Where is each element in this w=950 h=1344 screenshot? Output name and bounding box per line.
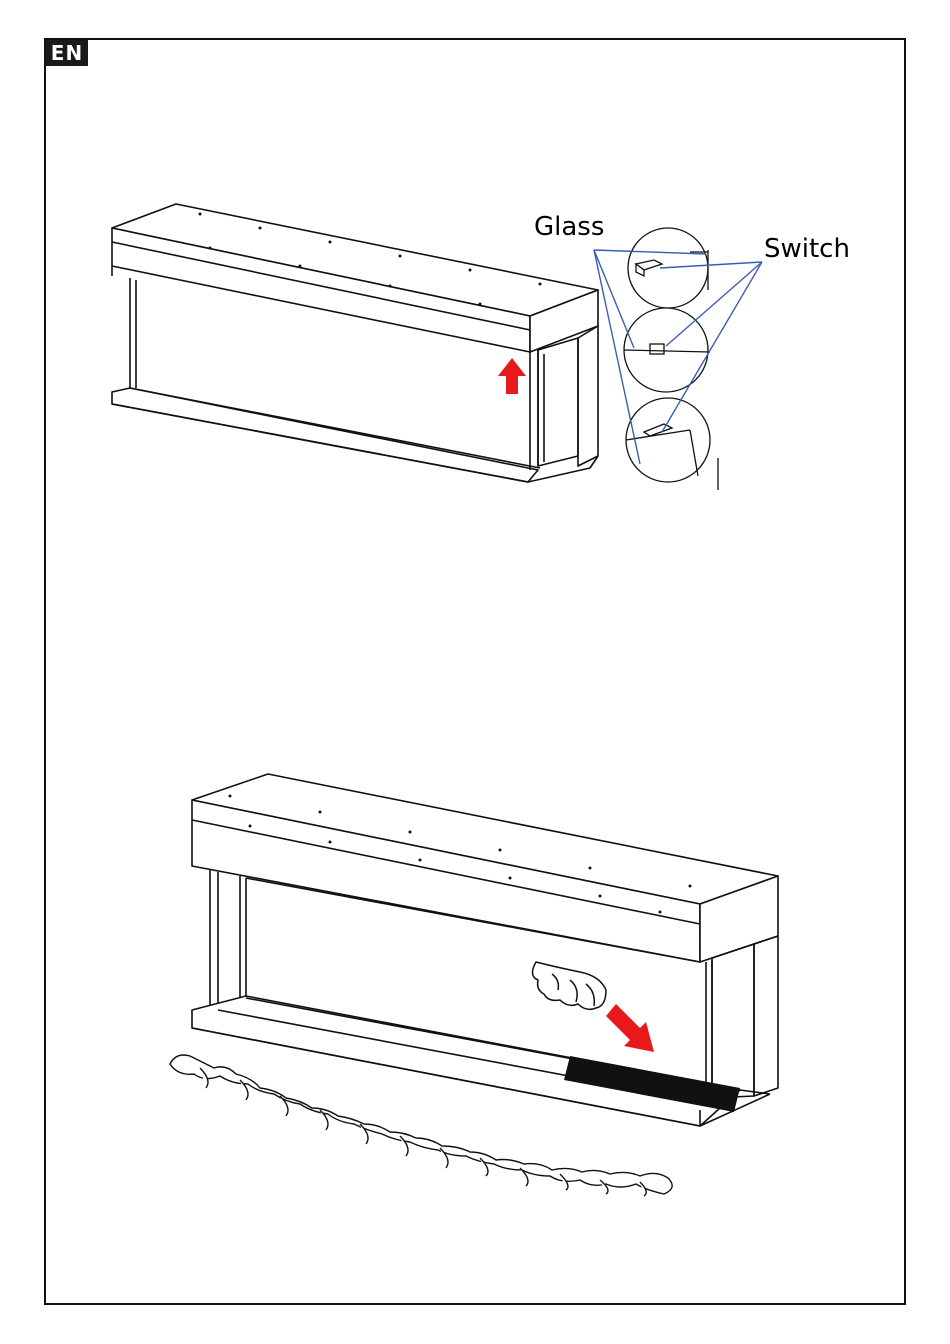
insert-logs-arrow-icon xyxy=(606,1004,654,1052)
hand-icon xyxy=(532,962,606,1009)
fireplace-bottom-illustration xyxy=(192,774,778,1126)
lift-glass-arrow-icon xyxy=(498,358,526,394)
fireplace-top-illustration xyxy=(112,204,598,482)
